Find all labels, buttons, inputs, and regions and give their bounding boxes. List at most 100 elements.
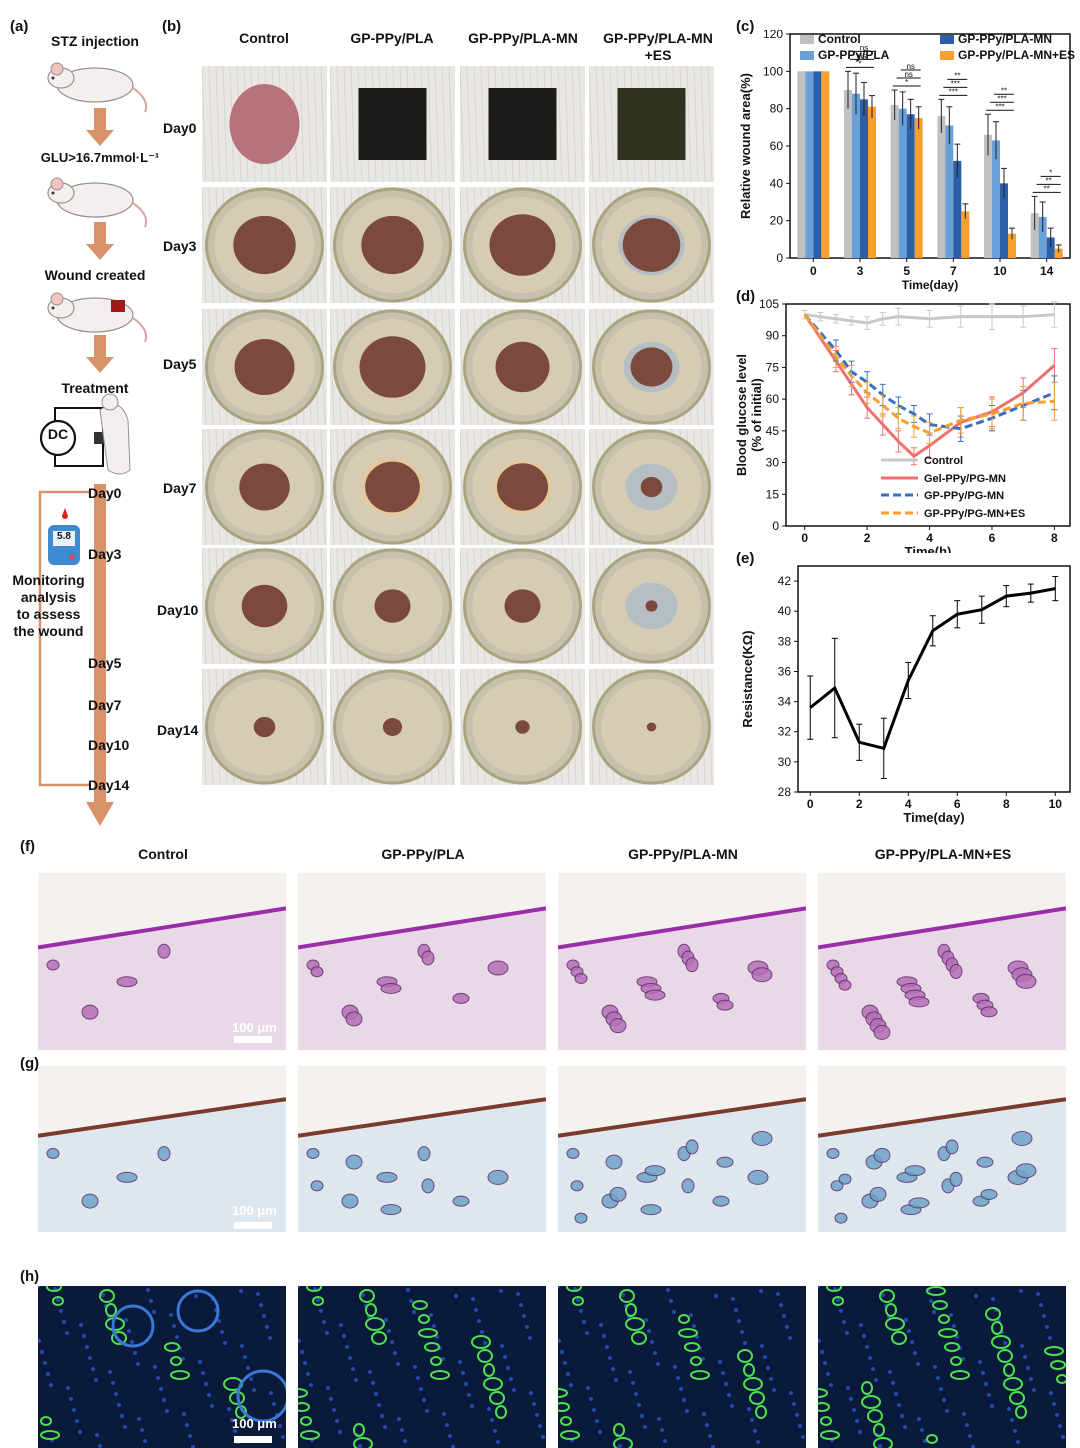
vessel-mark	[684, 1342, 700, 1352]
follicle-mark	[980, 1006, 998, 1018]
follicle-mark	[417, 1146, 431, 1162]
histology-image-if	[558, 1286, 806, 1448]
wound-photo	[460, 548, 585, 664]
fur-texture	[602, 66, 608, 182]
wound-photo-graphic	[202, 548, 326, 664]
nucleus-mark	[637, 1403, 641, 1407]
x-tick-label: 0	[810, 264, 817, 278]
nucleus-mark	[894, 1392, 898, 1396]
wound-mark	[645, 600, 658, 612]
mouse-icon	[47, 62, 148, 113]
fur-texture	[427, 66, 433, 182]
nucleus-mark	[672, 1310, 676, 1314]
follicle-mark	[830, 1180, 844, 1192]
vessel-mark	[424, 1342, 440, 1352]
nucleus-mark	[653, 1351, 657, 1355]
mouse-wound-icon	[47, 292, 148, 343]
y-tick-label: 28	[778, 785, 792, 799]
nucleus-mark	[281, 1435, 285, 1439]
nucleus-mark	[730, 1404, 734, 1408]
timeline-bar	[94, 484, 106, 802]
wound-photo-graphic	[460, 669, 584, 785]
photo-row-day14: Day14	[157, 722, 199, 738]
nucleus-mark	[120, 1414, 124, 1418]
y-tick-label: 15	[766, 487, 780, 501]
nucleus-mark	[49, 1383, 53, 1387]
nucleus-mark	[329, 1397, 333, 1401]
nucleus-mark	[91, 1367, 95, 1371]
fur-texture	[299, 66, 305, 182]
glucose-meter-icon	[48, 508, 80, 565]
nucleus-mark	[566, 1372, 570, 1376]
y-tick-label: 32	[778, 725, 792, 739]
wound-photo-graphic	[460, 187, 584, 303]
nucleus-mark	[332, 1408, 336, 1412]
flow-step-treatment: Treatment	[61, 380, 129, 396]
vessel-mark	[418, 1328, 438, 1338]
nucleus-mark	[576, 1298, 580, 1302]
vessel-mark	[359, 1289, 375, 1303]
follicle-mark	[685, 1139, 699, 1155]
nucleus-mark	[990, 1404, 994, 1408]
nucleus-mark	[351, 1367, 355, 1371]
nucleus-mark	[599, 1323, 603, 1327]
nucleus-mark	[829, 1383, 833, 1387]
nucleus-mark	[111, 1381, 115, 1385]
fur-texture	[466, 66, 472, 182]
bar	[797, 71, 806, 258]
nucleus-mark	[123, 1425, 127, 1429]
histology-image-he	[818, 873, 1066, 1050]
nucleus-mark	[640, 1414, 644, 1418]
wound-photo	[589, 669, 714, 785]
nucleus-mark	[309, 1383, 313, 1387]
nucleus-mark	[560, 1350, 564, 1354]
nucleus-mark	[1016, 1440, 1020, 1444]
nucleus-mark	[303, 1361, 307, 1365]
nucleus-mark	[820, 1350, 824, 1354]
vessel-mark	[997, 1349, 1013, 1363]
nucleus-mark	[801, 1435, 805, 1439]
fur-texture	[330, 66, 335, 182]
epidermis-line	[38, 906, 286, 950]
nucleus-mark	[152, 1310, 156, 1314]
fur-texture	[686, 66, 692, 182]
wound-photo	[589, 429, 714, 545]
fur-texture	[473, 66, 479, 182]
wound-mark	[504, 589, 541, 623]
wound-mark	[622, 218, 681, 272]
nucleus-mark	[910, 1340, 914, 1344]
wound-photo	[202, 669, 327, 785]
vessel-mark	[861, 1395, 881, 1409]
nucleus-mark	[384, 1318, 388, 1322]
y-axis-label: (% of initial)	[749, 378, 764, 452]
fur-texture	[202, 669, 207, 785]
nucleus-mark	[342, 1334, 346, 1338]
nucleus-mark	[888, 1370, 892, 1374]
histology-graphic	[818, 906, 1066, 1050]
tissue-region	[38, 908, 286, 1050]
vessel-mark	[944, 1342, 960, 1352]
nucleus-mark	[818, 1339, 821, 1343]
vessel-mark	[46, 1286, 62, 1292]
wound-photo	[460, 309, 585, 425]
wound-photo	[330, 66, 455, 182]
nucleus-mark	[679, 1387, 683, 1391]
vessel-mark	[926, 1434, 938, 1444]
nucleus-mark	[185, 1423, 189, 1427]
nucleus-mark	[500, 1344, 504, 1348]
vessel-mark	[365, 1317, 385, 1331]
follicle-mark	[838, 979, 852, 991]
follicle-mark	[46, 1148, 60, 1160]
bar	[1000, 183, 1008, 258]
x-tick-label: 8	[1003, 797, 1010, 811]
wound-photo	[330, 309, 455, 425]
fur-texture	[700, 66, 706, 182]
nucleus-mark	[621, 1293, 625, 1297]
vessel-mark	[985, 1307, 1001, 1321]
nucleus-mark	[823, 1361, 827, 1365]
vessel-mark	[1044, 1346, 1064, 1356]
follicle-mark	[116, 976, 138, 988]
follicle-mark	[869, 1186, 887, 1202]
nucleus-mark	[162, 1398, 166, 1402]
